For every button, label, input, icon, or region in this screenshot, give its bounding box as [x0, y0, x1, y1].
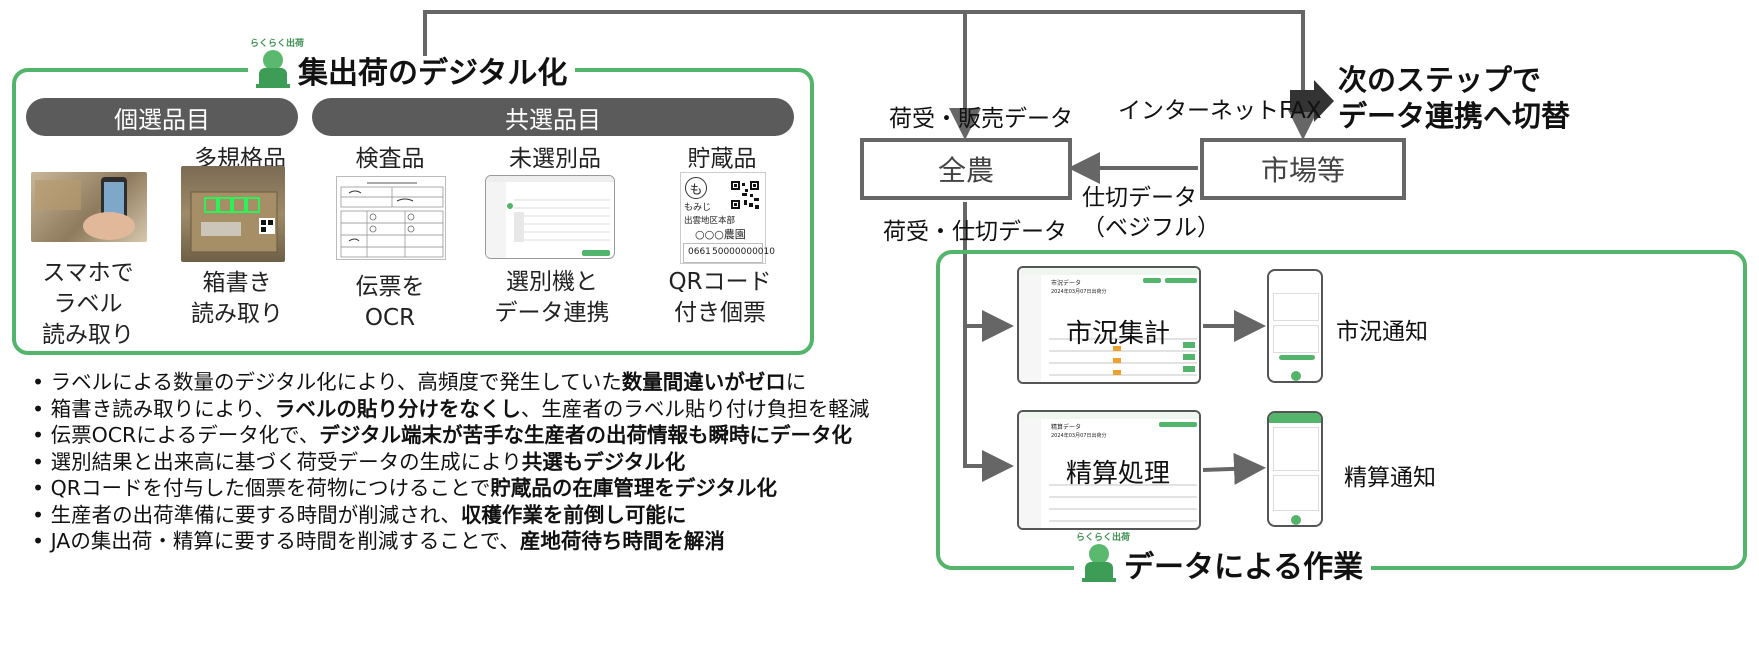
settlement-screen: 精算データ 2024年03月07日出荷分: [1017, 410, 1201, 530]
row-action: [1183, 366, 1195, 372]
screen-date: 2024年03月07日出荷分: [1051, 289, 1107, 295]
digital-shipping-title: らくらく出荷 集出荷のデジタル化: [248, 39, 576, 93]
row-action: [1183, 342, 1195, 348]
phone-card: [1273, 475, 1319, 511]
phone-button: [1279, 355, 1315, 360]
qr-farm: ○○○農園: [695, 228, 746, 241]
qr-code-left: 0661: [688, 247, 711, 257]
settlement-data-label: 仕切データ （ベジフル）: [1082, 185, 1220, 241]
item-bottom-label: 伝票を OCR: [355, 274, 425, 332]
screen-sidebar: [1019, 275, 1041, 382]
item-top-label: 未選別品: [509, 146, 601, 172]
screen-title: 市況データ: [1051, 280, 1082, 287]
item-bottom-label: 箱書き 読み取り: [191, 270, 283, 328]
benefit-item: 箱書き読み取りにより、ラベルの貼り分けをなくし、生産者のラベル貼り付け負担を軽減: [32, 396, 932, 423]
row-badge: [1113, 358, 1121, 363]
mascot-icon: らくらく出荷: [250, 39, 304, 92]
row-badge: [1113, 370, 1121, 375]
qr-code-row: 0661 50000000010: [683, 243, 775, 263]
sales-data-label: 荷受・販売データ: [889, 106, 1073, 132]
phone-card: [1273, 427, 1319, 471]
benefit-item: 伝票OCRによるデータ化で、デジタル端末が苦手な生産者の出荷情報も瞬時にデータ化: [32, 422, 932, 449]
individual-items-pill: 個選品目: [26, 98, 298, 136]
smartphone-photo: [31, 172, 147, 242]
benefit-item: 生産者の出荷準備に要する時間が削減され、収穫作業を前倒し可能に: [32, 502, 932, 529]
mascot-tag: らくらく出荷: [250, 39, 305, 49]
screen-button: [1143, 278, 1161, 283]
phone-home-icon: [1291, 515, 1301, 525]
row-action: [1183, 354, 1195, 360]
market-summary-label: 市況集計: [1066, 319, 1171, 349]
panel-title: 集出荷のデジタル化: [298, 56, 568, 91]
qr-code-icon: [731, 181, 759, 209]
receive-settle-label: 荷受・仕切データ: [883, 219, 1067, 245]
item-top-label: 貯蔵品: [687, 146, 757, 172]
data-work-title: らくらく出荷 データによる作業: [1074, 533, 1372, 586]
market-notice-label: 市況通知: [1336, 319, 1428, 345]
screen-date: 2024年03月07日出荷分: [1051, 433, 1107, 439]
internet-fax-label: インターネットFAX: [1118, 98, 1322, 124]
item-bottom-label: スマホで ラベル 読み取り: [42, 260, 134, 349]
settlement-notice-label: 精算通知: [1344, 465, 1436, 491]
qr-ticket-image: も もみじ 出雲地区本部 ○○○農園 0661 50000000010: [680, 172, 775, 264]
qr-code-right: 50000000010: [712, 247, 775, 257]
phone-card: [1273, 293, 1319, 321]
momiji-logo-icon: も: [685, 177, 707, 199]
joint-items-pill: 共選品目: [312, 98, 794, 136]
screen-topbar: [1019, 412, 1199, 419]
qr-brand: もみじ: [684, 203, 712, 213]
phone-header: [1269, 413, 1321, 423]
qr-origin: 出雲地区本部: [684, 216, 736, 226]
settlement-notice-phone: [1267, 411, 1323, 527]
benefit-item: JAの集出荷・精算に要する時間を削減することで、産地荷待ち時間を解消: [32, 528, 932, 555]
sorter-screen-image: [485, 175, 615, 259]
settlement-label: 精算処理: [1066, 459, 1171, 489]
market-notice-phone: [1267, 269, 1323, 383]
panel-title: データによる作業: [1124, 550, 1364, 585]
phone-home-icon: [1291, 371, 1301, 381]
market-summary-screen: 市況データ 2024年03月07日出荷分: [1017, 266, 1201, 384]
benefit-item: ラベルによる数量のデジタル化により、高頻度で発生していた数量間違いがゼロに: [32, 369, 932, 396]
item-bottom-label: QRコード 付き個票: [668, 269, 772, 327]
box-reading-photo: [181, 166, 285, 262]
next-step-text: 次のステップで データ連携へ切替: [1338, 63, 1571, 133]
mascot-icon: らくらく出荷: [1076, 533, 1130, 586]
screen-topbar: [1019, 268, 1199, 275]
row-badge: [1113, 346, 1121, 351]
screen-button: [1165, 278, 1197, 283]
market-box: 市場等: [1200, 138, 1406, 200]
ocr-slip-image: [336, 176, 446, 260]
screen-button: [1159, 422, 1197, 427]
mascot-tag: らくらく出荷: [1076, 533, 1131, 543]
benefit-item: 選別結果と出来高に基づく荷受データの生成により共選もデジタル化: [32, 449, 932, 476]
screen-title: 精算データ: [1051, 424, 1082, 431]
logo-char: も: [689, 182, 703, 198]
benefit-list: ラベルによる数量のデジタル化により、高頻度で発生していた数量間違いがゼロに 箱書…: [32, 369, 932, 555]
screen-sidebar: [1019, 419, 1041, 528]
item-top-label: 検査品: [355, 146, 425, 172]
item-bottom-label: 選別機と データ連携: [494, 269, 610, 327]
zennoh-box: 全農: [860, 138, 1072, 200]
benefit-item: QRコードを付与した個票を荷物につけることで貯蔵品の在庫管理をデジタル化: [32, 475, 932, 502]
phone-card: [1273, 325, 1319, 353]
